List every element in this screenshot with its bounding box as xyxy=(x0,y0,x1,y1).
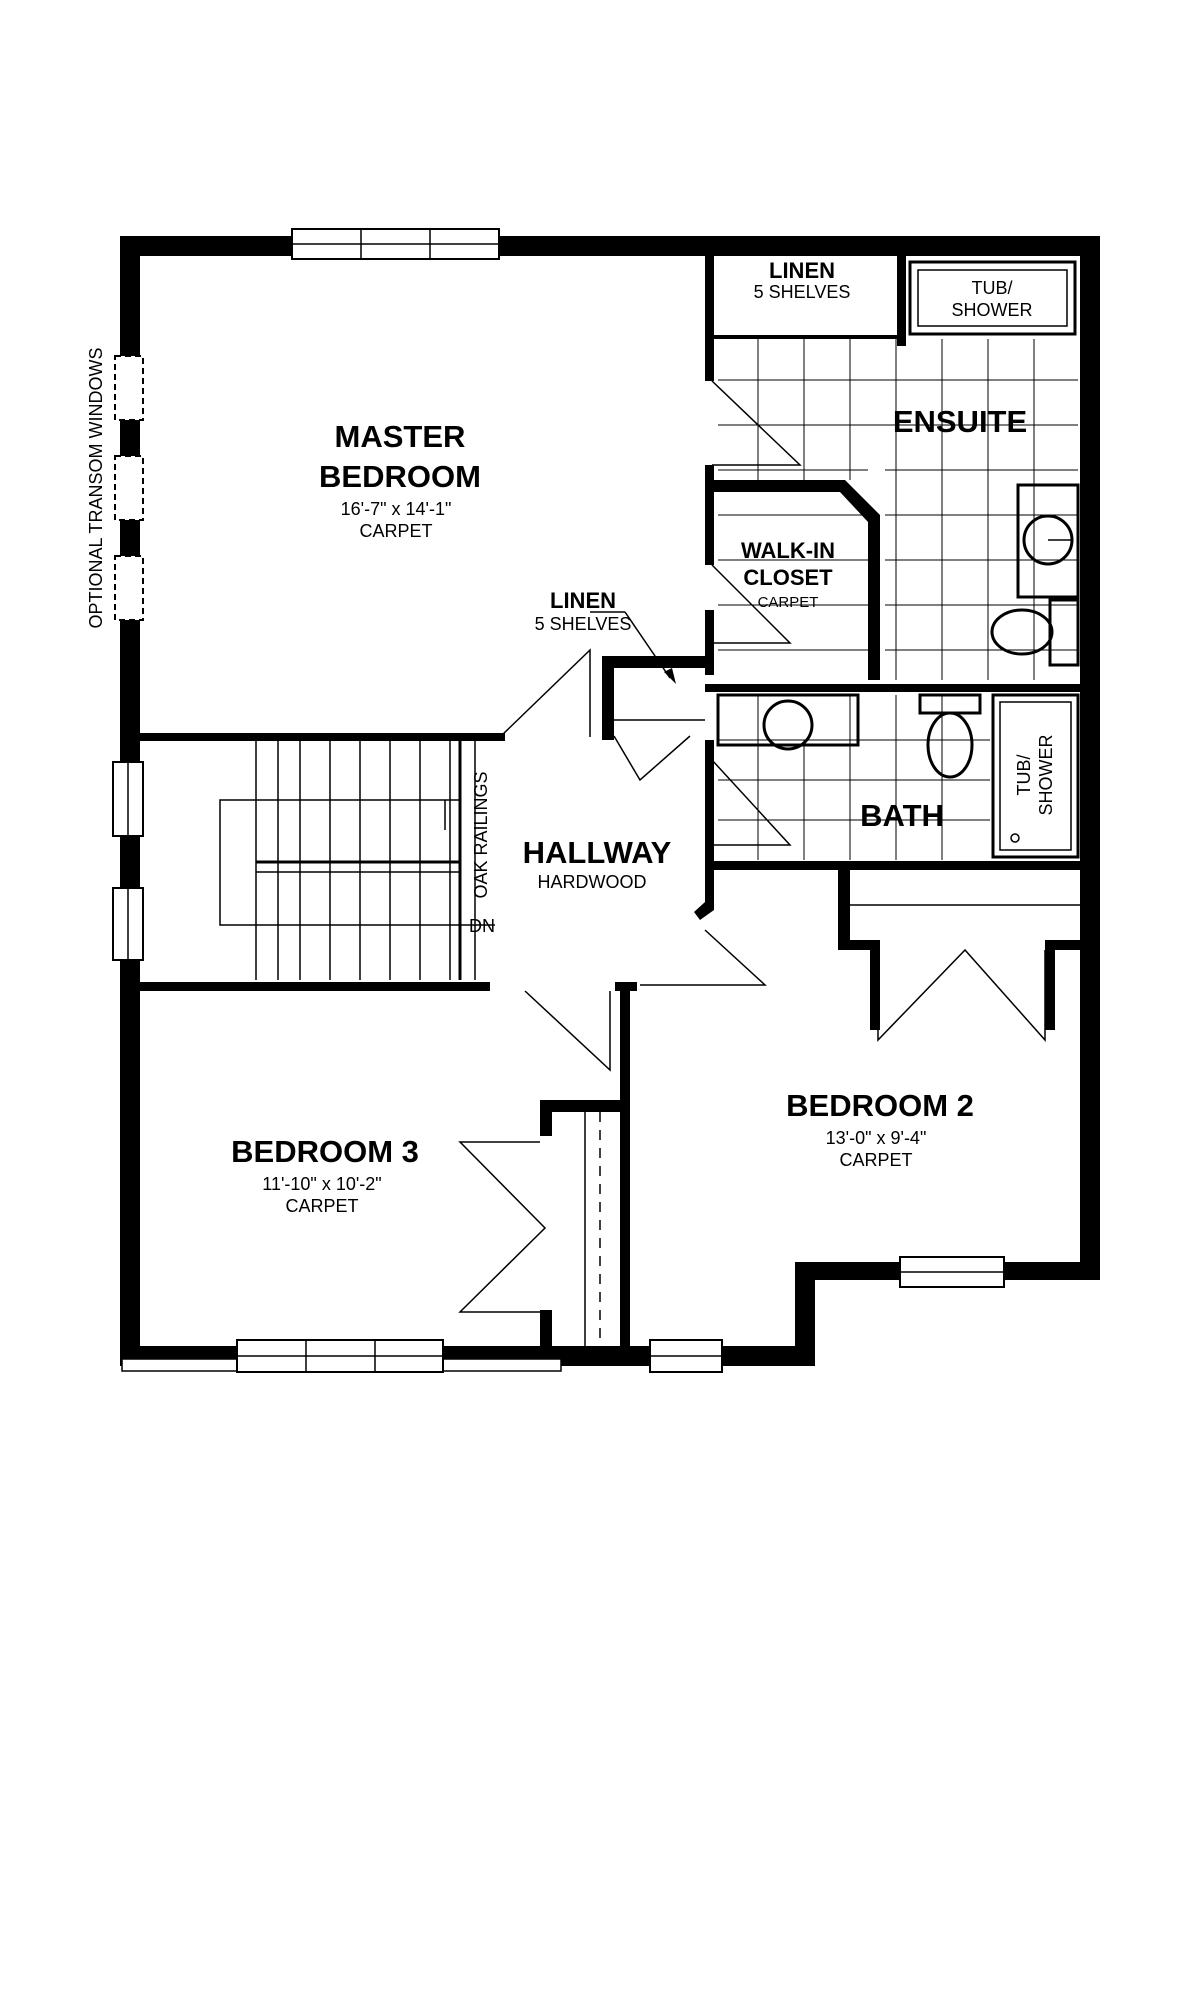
windows xyxy=(112,228,1005,1373)
railings-label: OAK RAILINGS xyxy=(471,771,491,898)
bath-name: BATH xyxy=(860,798,944,833)
master-top-window xyxy=(291,228,500,260)
transom-windows xyxy=(114,355,144,621)
linen-mid-shelves: 5 SHELVES xyxy=(535,614,632,634)
staircase xyxy=(219,741,495,980)
ensuite-name: ENSUITE xyxy=(893,404,1027,439)
master-name-1: MASTER xyxy=(335,419,466,454)
hallway-name: HALLWAY xyxy=(523,835,672,870)
walkin-2: CLOSET xyxy=(743,565,833,590)
tub-top-2: SHOWER xyxy=(952,300,1033,320)
stairs-down-label: DN xyxy=(469,916,495,936)
linen-top-name: LINEN xyxy=(769,258,835,283)
fixtures xyxy=(716,260,1080,859)
master-dims: 16'-7" x 14'-1" xyxy=(341,499,452,519)
master-name-2: BEDROOM xyxy=(319,459,481,494)
hallway-floor: HARDWOOD xyxy=(538,872,647,892)
stair-windows xyxy=(112,761,144,961)
tub-bath-1: TUB/ xyxy=(1014,754,1034,795)
bedroom2-windows xyxy=(649,1256,1005,1373)
bedroom3-name: BEDROOM 3 xyxy=(231,1134,419,1169)
interior-walls xyxy=(140,256,1095,1366)
room-labels: MASTER BEDROOM 16'-7" x 14'-1" CARPET LI… xyxy=(231,258,1056,1216)
bedroom2-name: BEDROOM 2 xyxy=(786,1088,974,1123)
walkin-1: WALK-IN xyxy=(741,538,835,563)
linen-top-shelves: 5 SHELVES xyxy=(754,282,851,302)
tub-bath-2: SHOWER xyxy=(1036,734,1056,815)
annotations: OPTIONAL TRANSOM WINDOWS OAK RAILINGS DN xyxy=(86,347,676,936)
tub-top-1: TUB/ xyxy=(971,278,1012,298)
bedroom2-dims: 13'-0" x 9'-4" xyxy=(826,1128,927,1148)
doors xyxy=(458,380,1080,1346)
ensuite-tiles xyxy=(718,339,1078,680)
transom-label: OPTIONAL TRANSOM WINDOWS xyxy=(86,347,106,628)
walkin-floor: CARPET xyxy=(758,594,819,611)
bedroom3-dims: 11'-10" x 10'-2" xyxy=(262,1174,381,1194)
bath-tiles xyxy=(718,695,990,860)
bedroom3-floor: CARPET xyxy=(285,1196,358,1216)
bedroom2-floor: CARPET xyxy=(839,1150,912,1170)
master-floor: CARPET xyxy=(359,521,432,541)
bedroom3-window xyxy=(121,1339,562,1373)
linen-mid-name: LINEN xyxy=(550,588,616,613)
